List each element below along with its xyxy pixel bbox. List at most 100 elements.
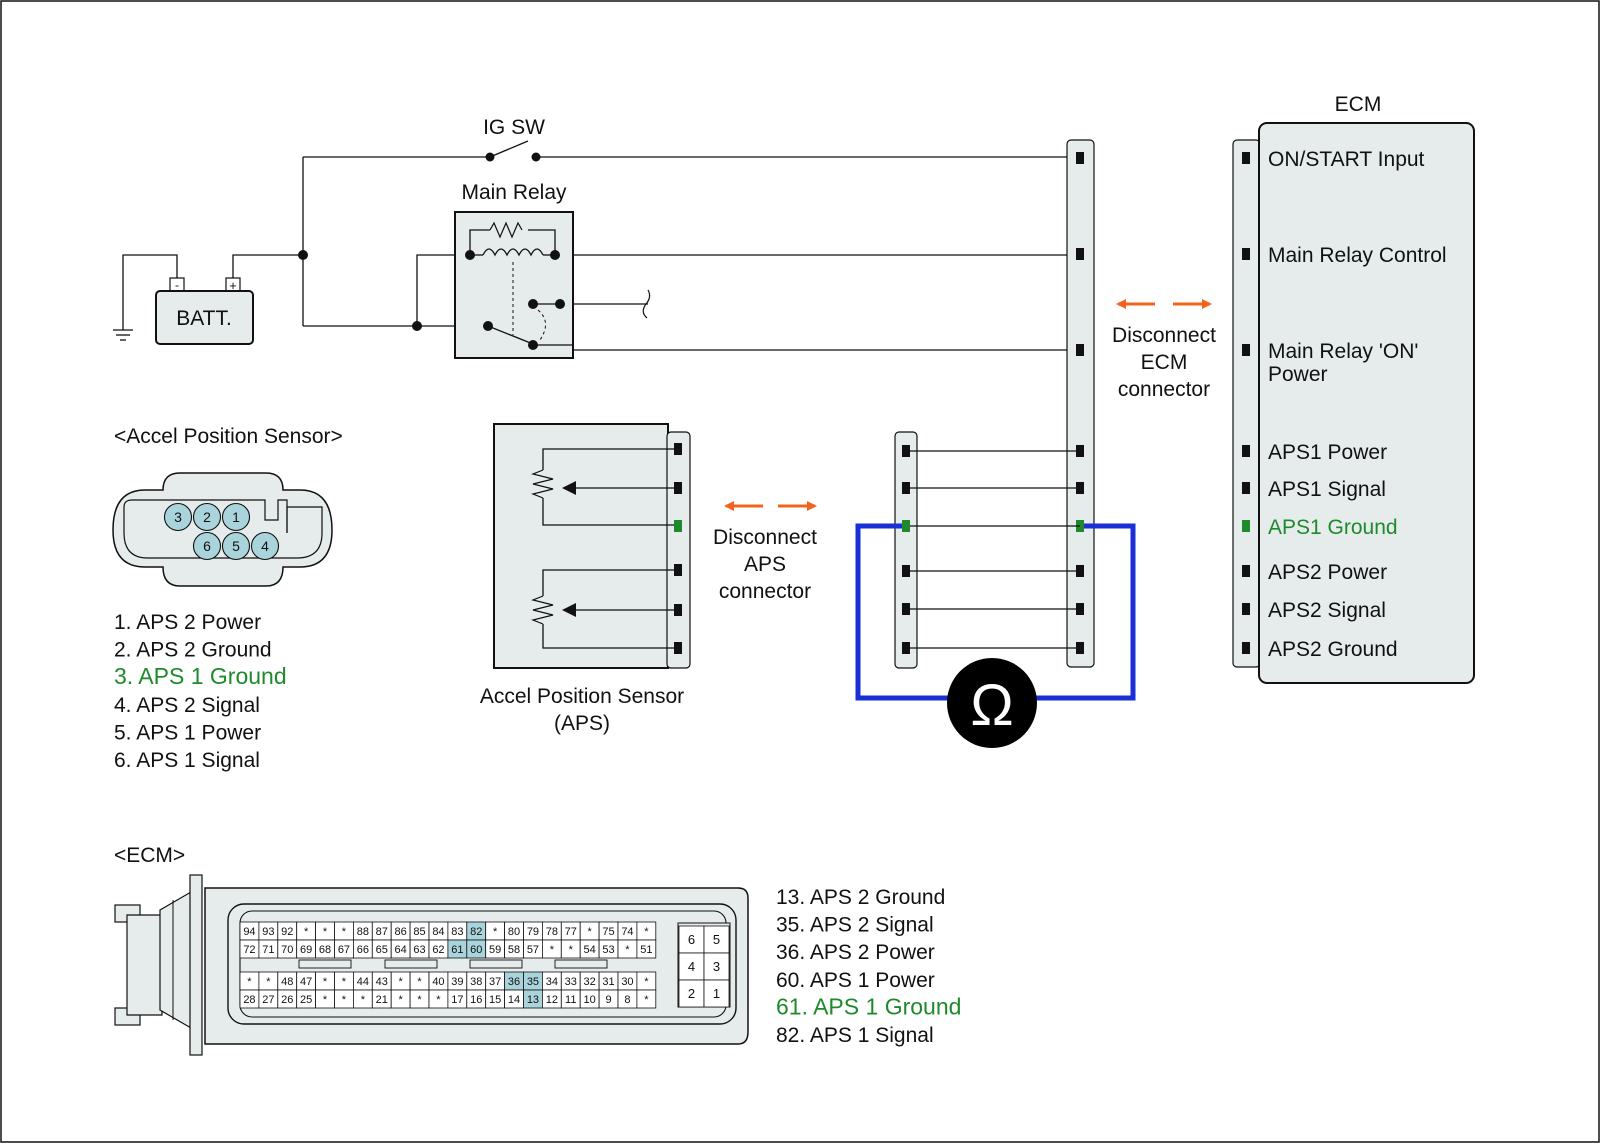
ecm-pin-cell-number: 75 (602, 926, 614, 938)
ecm-pin-marker (1242, 344, 1250, 356)
ecm-pin-cell-number: 65 (376, 944, 388, 956)
ecm-pin-cell-number: 43 (376, 976, 388, 988)
ecm-pin-cell-number: 69 (300, 944, 312, 956)
ecm-side-pin (703, 979, 730, 1008)
ecm-side-pin-number: 4 (688, 959, 695, 974)
disconnect-ecm-line2: ECM (1141, 351, 1188, 374)
ecm-pin-cell-number: 21 (376, 994, 388, 1006)
ecm-pin-cell-number: 93 (262, 926, 274, 938)
aps-pin-circle (192, 502, 222, 532)
ecm-pin-cell-number: 94 (243, 926, 255, 938)
ecm-pin-cell-number: 68 (319, 944, 331, 956)
ecm-pin-cell-number: * (323, 976, 328, 988)
ecm-pin-cell-number: 38 (470, 976, 482, 988)
ecm-pin-cell-number: * (361, 994, 366, 1006)
ecm-side-pin (703, 925, 730, 954)
ecm-pin-cell-number: 92 (281, 926, 293, 938)
ecm-pin-cell-number: 88 (357, 926, 369, 938)
ecm-pin-cell-number: 61 (451, 944, 463, 956)
ecm-pin-cell-number: 53 (602, 944, 614, 956)
aps-pin-description: 3. APS 1 Ground (114, 663, 287, 689)
ecm-pin-cell-number: 30 (621, 976, 633, 988)
ecm-pin-cell-number: * (323, 994, 328, 1006)
aps-pin-description: 1. APS 2 Power (114, 611, 261, 634)
ecm-pin-cell-number: 39 (451, 976, 463, 988)
aps-pin-circle (250, 531, 280, 561)
ohmmeter: Ω (855, 523, 1136, 748)
ecm-pin-cell-number: * (644, 976, 649, 988)
ecm-title: ECM (1335, 93, 1382, 116)
ecm-pin-cell-number: * (266, 976, 271, 988)
ecm-pin-cell-number: 60 (470, 944, 482, 956)
aps-pin-number: 1 (232, 509, 240, 525)
ecm-pin-cell-number: 13 (527, 994, 539, 1006)
ecm-pin-cell-number: 78 (546, 926, 558, 938)
aps-pin-number: 3 (174, 509, 182, 525)
disconnect-aps-line1: Disconnect (713, 526, 817, 549)
ecm-pin-label: Main Relay Control (1268, 244, 1447, 267)
ecm-side-pin (678, 979, 705, 1008)
ecm-pin-cell-number: 86 (395, 926, 407, 938)
disconnect-aps-note: Disconnect APS connector (713, 501, 817, 603)
ecm-pin-description: 82. APS 1 Signal (776, 1024, 934, 1047)
ecm-side-pin-number: 5 (713, 932, 720, 947)
ecm-pin-cell-number: 79 (527, 926, 539, 938)
ecm-pin-cell-number: 83 (451, 926, 463, 938)
ecm-pin-cell-number: * (644, 926, 649, 938)
battery-minus: - (175, 278, 179, 292)
ecm-pin-cell-number: 25 (300, 994, 312, 1006)
ecm-pin-cell-number: 8 (624, 994, 630, 1006)
ecm-pin-cell-number: 62 (432, 944, 444, 956)
ecm-pin-cell-number: 34 (546, 976, 558, 988)
ecm-pin-cell-number: * (436, 994, 441, 1006)
ecm-pin-cell-number: 67 (338, 944, 350, 956)
ecm-pin-cell-number: 12 (546, 994, 558, 1006)
ecm-pin-label: Main Relay 'ON' (1268, 340, 1418, 363)
ecm-pin-cell (636, 939, 657, 959)
ecm-pin-cell-number: 54 (584, 944, 596, 956)
aps-connector-title: <Accel Position Sensor> (114, 425, 343, 448)
ecm-pin-cell-number: * (493, 926, 498, 938)
battery: - + BATT. (155, 277, 254, 345)
ecm-pin-cell-number: 70 (281, 944, 293, 956)
ecm-pin-marker (1242, 642, 1250, 654)
ecm-pin-cell-number: 9 (605, 994, 611, 1006)
aps-pin-number: 4 (261, 538, 269, 554)
disconnect-ecm-line3: connector (1118, 378, 1210, 401)
aps-title-line2: (APS) (554, 712, 610, 735)
ecm-pin-cell-number: * (342, 994, 347, 1006)
ecm-pin-description: 35. APS 2 Signal (776, 914, 934, 937)
ecm-pin-marker (1242, 152, 1250, 164)
ecm-pin-cell-number: * (417, 994, 422, 1006)
ecm-pin-cell-number: 58 (508, 944, 520, 956)
ecm-pin-cell-number: 80 (508, 926, 520, 938)
ecm-pin-cell-number: 57 (527, 944, 539, 956)
battery-plus: + (229, 278, 237, 293)
main-relay: Main Relay (454, 181, 574, 359)
ecm-pin-cell-number: * (569, 944, 574, 956)
ecm-pin-description: 13. APS 2 Ground (776, 886, 945, 909)
ecm-pin-label: APS1 Signal (1268, 478, 1386, 501)
ecm-pin-cell-number: 16 (470, 994, 482, 1006)
ecm-pin-cell-number: 82 (470, 926, 482, 938)
ecm-pin-cell-number: * (342, 926, 347, 938)
aps-harness-connector (894, 431, 1080, 669)
ecm-side-pin (703, 952, 730, 981)
ecm-pin-label: APS2 Power (1268, 561, 1387, 584)
ohm-icon: Ω (970, 673, 1013, 738)
ecm-pin-cell-number: 32 (584, 976, 596, 988)
ig-switch-label: IG SW (483, 116, 545, 139)
ecm-pin-cell-number: * (399, 994, 404, 1006)
ecm-pin-cell-number: 28 (243, 994, 255, 1006)
ecm-side-pin-number: 2 (688, 986, 695, 1001)
ecm-pin-cell-number: * (625, 944, 630, 956)
ecm-pin-cell-number: 72 (243, 944, 255, 956)
ecm-pin-description: 60. APS 1 Power (776, 969, 935, 992)
aps-sensor: Accel Position Sensor (APS) (480, 423, 691, 735)
aps-pin-description: 4. APS 2 Signal (114, 694, 260, 717)
ecm-pin-cell-number: 35 (527, 976, 539, 988)
aps-pin-description: 5. APS 1 Power (114, 721, 261, 744)
